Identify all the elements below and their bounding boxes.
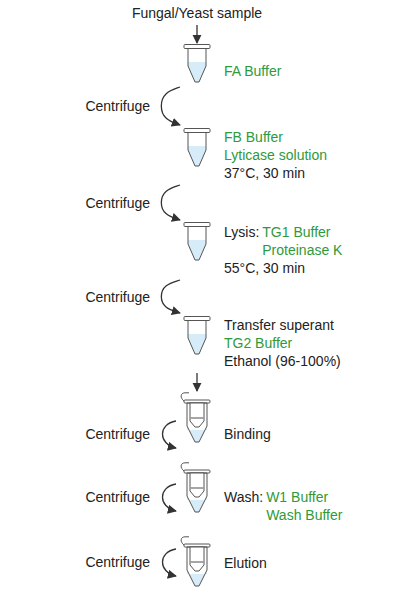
- edge-label: Centrifuge: [83, 97, 152, 115]
- step-text: 55°C, 30 min: [224, 259, 305, 277]
- step-text: Lysis:: [224, 223, 259, 241]
- step-group: Fungal/Yeast sample: [132, 4, 262, 22]
- step-group: Lysis:TG1 Buffer Proteinase K55°C, 30 mi…: [178, 223, 354, 277]
- step-label: Centrifuge: [83, 553, 152, 571]
- step-group: FA Buffer: [178, 44, 281, 84]
- flow-arrow: [196, 25, 197, 43]
- edge-label: Centrifuge: [83, 288, 152, 306]
- step-label: Centrifuge: [83, 488, 152, 506]
- reagent-text: TG2 Buffer: [224, 334, 292, 352]
- step-group: Wash:W1 Buffer Wash Buffer: [178, 462, 358, 524]
- centrifuge-arrow: [161, 87, 180, 125]
- flow-arrow: [196, 373, 197, 391]
- step-text: Wash:: [224, 488, 263, 506]
- step-text: Transfer superant: [224, 316, 334, 334]
- step-label: Centrifuge: [83, 425, 152, 443]
- reagent-text: TG1 Buffer Proteinase K: [262, 223, 354, 259]
- centrifuge-arrow: [161, 280, 180, 313]
- step-text: Fungal/Yeast sample: [132, 4, 262, 22]
- step-group: Elution: [178, 536, 267, 588]
- step-text: 37°C, 30 min: [224, 164, 305, 182]
- reagent-text: FA Buffer: [224, 62, 281, 80]
- reagent-text: FB Buffer: [224, 128, 283, 146]
- centrifuge-arrow: [161, 185, 180, 220]
- edge-label: Centrifuge: [83, 194, 152, 212]
- step-group: Transfer superantTG2 BufferEthanol (96-1…: [178, 316, 341, 370]
- step-text: Elution: [224, 554, 267, 572]
- step-text: Binding: [224, 425, 271, 443]
- reagent-text: Lyticase solution: [224, 146, 327, 164]
- step-group: Binding: [178, 392, 271, 444]
- step-text: Ethanol (96-100%): [224, 352, 341, 370]
- step-group: FB BufferLyticase solution37°C, 30 min: [178, 128, 327, 182]
- reagent-text: W1 Buffer Wash Buffer: [266, 488, 358, 524]
